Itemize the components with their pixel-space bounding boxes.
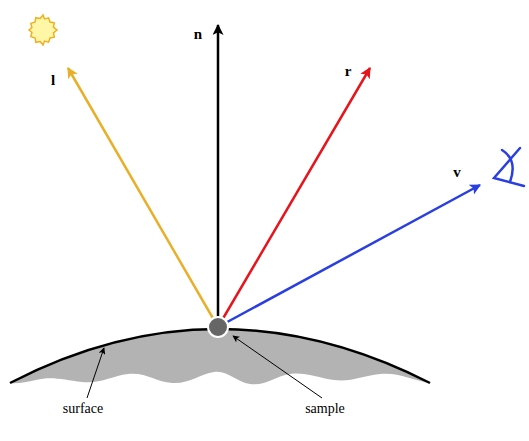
part-label: sample xyxy=(305,402,345,416)
vector-label: r xyxy=(345,64,352,79)
eye-icon xyxy=(494,148,524,186)
leader-line xyxy=(233,336,322,398)
reflection-vector xyxy=(218,68,370,327)
sun-icon xyxy=(29,15,57,45)
light-vector xyxy=(68,68,218,327)
normal-vector xyxy=(217,25,220,327)
sample-point xyxy=(208,317,228,337)
view-vector xyxy=(218,185,480,327)
part-label: surface xyxy=(63,402,103,416)
leader-line xyxy=(87,348,104,398)
vector-label: v xyxy=(453,165,461,180)
vector-label: n xyxy=(194,27,202,42)
vector-label: l xyxy=(51,73,55,88)
